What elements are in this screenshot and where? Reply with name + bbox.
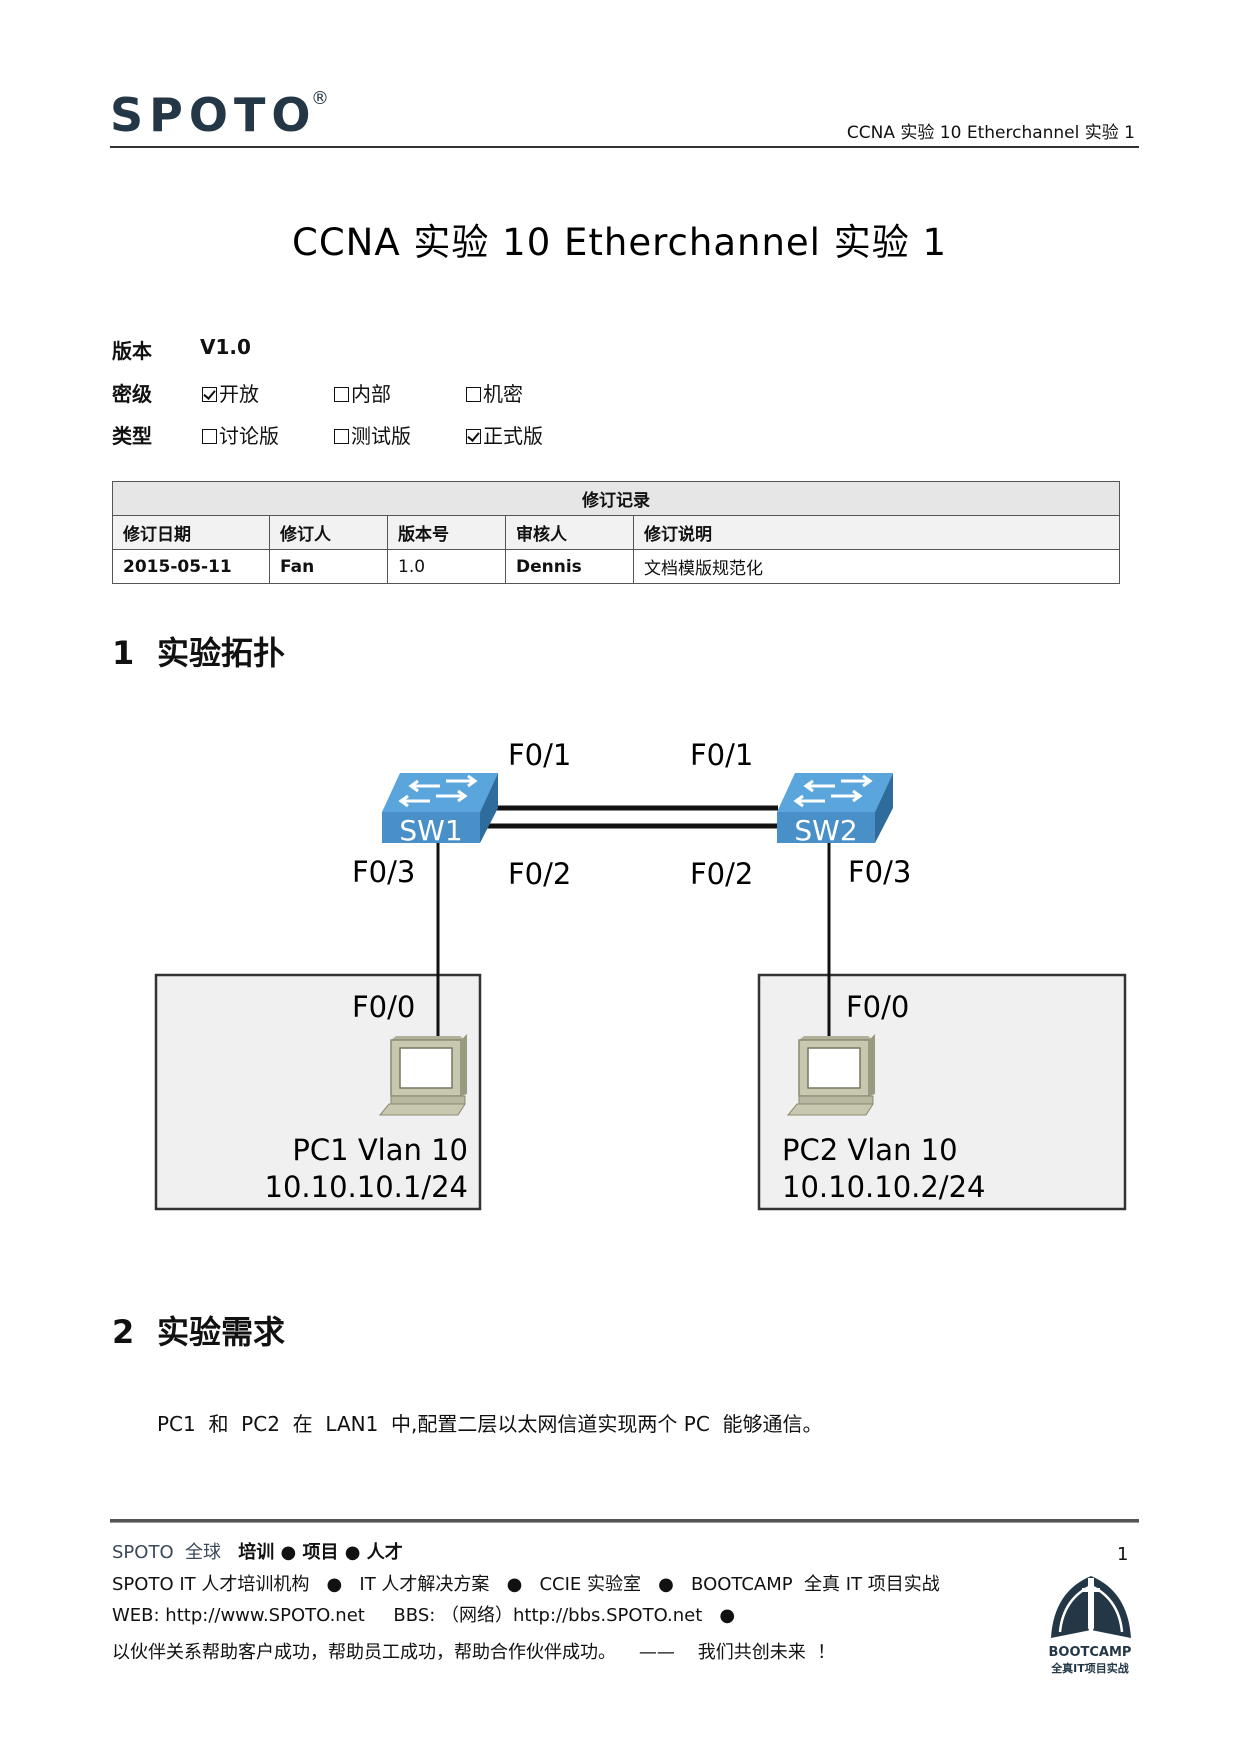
footer-brand: SPOTO 全球 bbox=[112, 1542, 222, 1563]
port-label-sw2-f03: F0/3 bbox=[848, 855, 911, 889]
section-number: 1 bbox=[112, 634, 135, 672]
switch-sw1-icon: SW1 bbox=[382, 773, 498, 847]
pc1-computer-icon bbox=[378, 1034, 467, 1116]
footer-slogan-items: 培训 ● 项目 ● 人才 bbox=[238, 1542, 403, 1563]
secret-option-open[interactable]: 开放 bbox=[202, 378, 259, 407]
table-cell: Dennis bbox=[505, 549, 634, 584]
type-option-discussion[interactable]: 讨论版 bbox=[202, 420, 279, 449]
pc2-ip: 10.10.10.2/24 bbox=[782, 1170, 985, 1204]
running-header-title: CCNA 实验 10 Etherchannel 实验 1 bbox=[846, 123, 1135, 143]
checkbox-unchecked-icon[interactable] bbox=[466, 387, 481, 402]
table-row: 2015-05-11 Fan 1.0 Dennis 文档模版规范化 bbox=[112, 549, 1120, 584]
header-divider bbox=[110, 146, 1139, 148]
checkbox-checked-icon[interactable] bbox=[466, 429, 481, 444]
pc1-name: PC1 Vlan 10 bbox=[292, 1133, 468, 1167]
port-label-sw1-f02: F0/2 bbox=[508, 857, 571, 891]
option-label: 内部 bbox=[351, 382, 391, 406]
secret-option-internal[interactable]: 内部 bbox=[334, 378, 391, 407]
pc2-name: PC2 Vlan 10 bbox=[782, 1133, 958, 1167]
topology-diagram: SW1 SW2 F0/1 F0/1 F0/2 F0/2 F0/3 F0/3 F0… bbox=[154, 738, 1127, 1211]
port-label-sw2-f01: F0/1 bbox=[690, 738, 753, 772]
option-label: 正式版 bbox=[483, 424, 543, 448]
column-header: 审核人 bbox=[505, 515, 634, 550]
option-label: 讨论版 bbox=[219, 424, 279, 448]
bootcamp-logo-icon bbox=[1051, 1576, 1131, 1638]
checkbox-unchecked-icon[interactable] bbox=[334, 387, 349, 402]
pc2-computer-icon bbox=[786, 1034, 875, 1116]
table-cell: 2015-05-11 bbox=[112, 549, 270, 584]
column-header: 修订人 bbox=[269, 515, 388, 550]
switch-sw2-icon: SW2 bbox=[777, 773, 893, 847]
footer-slogan: SPOTO 全球 培训 ● 项目 ● 人才 bbox=[112, 1538, 403, 1564]
footer-services: SPOTO IT 人才培训机构 ● IT 人才解决方案 ● CCIE 实验室 ●… bbox=[112, 1574, 940, 1595]
registered-mark: ® bbox=[311, 88, 329, 109]
footer-motto: 以伙伴关系帮助客户成功，帮助员工成功，帮助合作伙伴成功。 —— 我们共创未来 ！ bbox=[112, 1642, 836, 1663]
port-label-pc1-f00: F0/0 bbox=[352, 990, 415, 1024]
column-header: 修订日期 bbox=[112, 515, 270, 550]
checkbox-unchecked-icon[interactable] bbox=[334, 429, 349, 444]
bootcamp-logo-text: BOOTCAMP bbox=[1048, 1645, 1132, 1660]
section-title: 实验拓扑 bbox=[157, 634, 286, 672]
requirement-text: PC1 和 PC2 在 LAN1 中,配置二层以太网信道实现两个 PC 能够通信… bbox=[157, 1412, 823, 1436]
type-option-official[interactable]: 正式版 bbox=[466, 420, 543, 449]
column-header: 版本号 bbox=[387, 515, 506, 550]
table-header-row: 修订日期 修订人 版本号 审核人 修订说明 bbox=[112, 515, 1120, 550]
port-label-sw1-f01: F0/1 bbox=[508, 738, 571, 772]
table-caption: 修订记录 bbox=[112, 481, 1120, 516]
option-label: 机密 bbox=[483, 382, 523, 406]
port-label-sw2-f02: F0/2 bbox=[690, 857, 753, 891]
section-title: 实验需求 bbox=[157, 1313, 286, 1351]
secret-label: 密级 bbox=[112, 382, 152, 406]
spoto-logo: SPOTO bbox=[110, 88, 317, 142]
footer-links[interactable]: WEB: http://www.SPOTO.net BBS: （网络）http:… bbox=[112, 1605, 736, 1626]
section-heading-topology: 1 实验拓扑 bbox=[112, 628, 285, 674]
version-label: 版本 bbox=[112, 339, 152, 363]
port-label-pc2-f00: F0/0 bbox=[846, 990, 909, 1024]
section-number: 2 bbox=[112, 1313, 135, 1351]
type-option-test[interactable]: 测试版 bbox=[334, 420, 411, 449]
version-value: V1.0 bbox=[200, 335, 251, 359]
table-cell: 1.0 bbox=[387, 549, 506, 584]
table-cell: 文档模版规范化 bbox=[633, 549, 1120, 584]
option-label: 测试版 bbox=[351, 424, 411, 448]
table-cell: Fan bbox=[269, 549, 388, 584]
checkbox-unchecked-icon[interactable] bbox=[202, 429, 217, 444]
switch-label: SW1 bbox=[399, 814, 462, 847]
checkbox-checked-icon[interactable] bbox=[202, 387, 217, 402]
port-label-sw1-f03: F0/3 bbox=[352, 855, 415, 889]
document-title: CCNA 实验 10 Etherchannel 实验 1 bbox=[292, 221, 947, 264]
bootcamp-logo-subtext: 全真IT项目实战 bbox=[1051, 1662, 1129, 1675]
type-label: 类型 bbox=[112, 424, 152, 448]
page-number: 1 bbox=[1117, 1544, 1129, 1565]
pc1-ip: 10.10.10.1/24 bbox=[265, 1170, 468, 1204]
revision-table: 修订记录 修订日期 修订人 版本号 审核人 修订说明 2015-05-11 Fa… bbox=[112, 481, 1120, 584]
secret-option-confidential[interactable]: 机密 bbox=[466, 378, 523, 407]
footer-divider bbox=[110, 1519, 1139, 1523]
option-label: 开放 bbox=[219, 382, 259, 406]
column-header: 修订说明 bbox=[633, 515, 1120, 550]
section-heading-requirements: 2 实验需求 bbox=[112, 1307, 285, 1353]
switch-label: SW2 bbox=[794, 814, 857, 847]
